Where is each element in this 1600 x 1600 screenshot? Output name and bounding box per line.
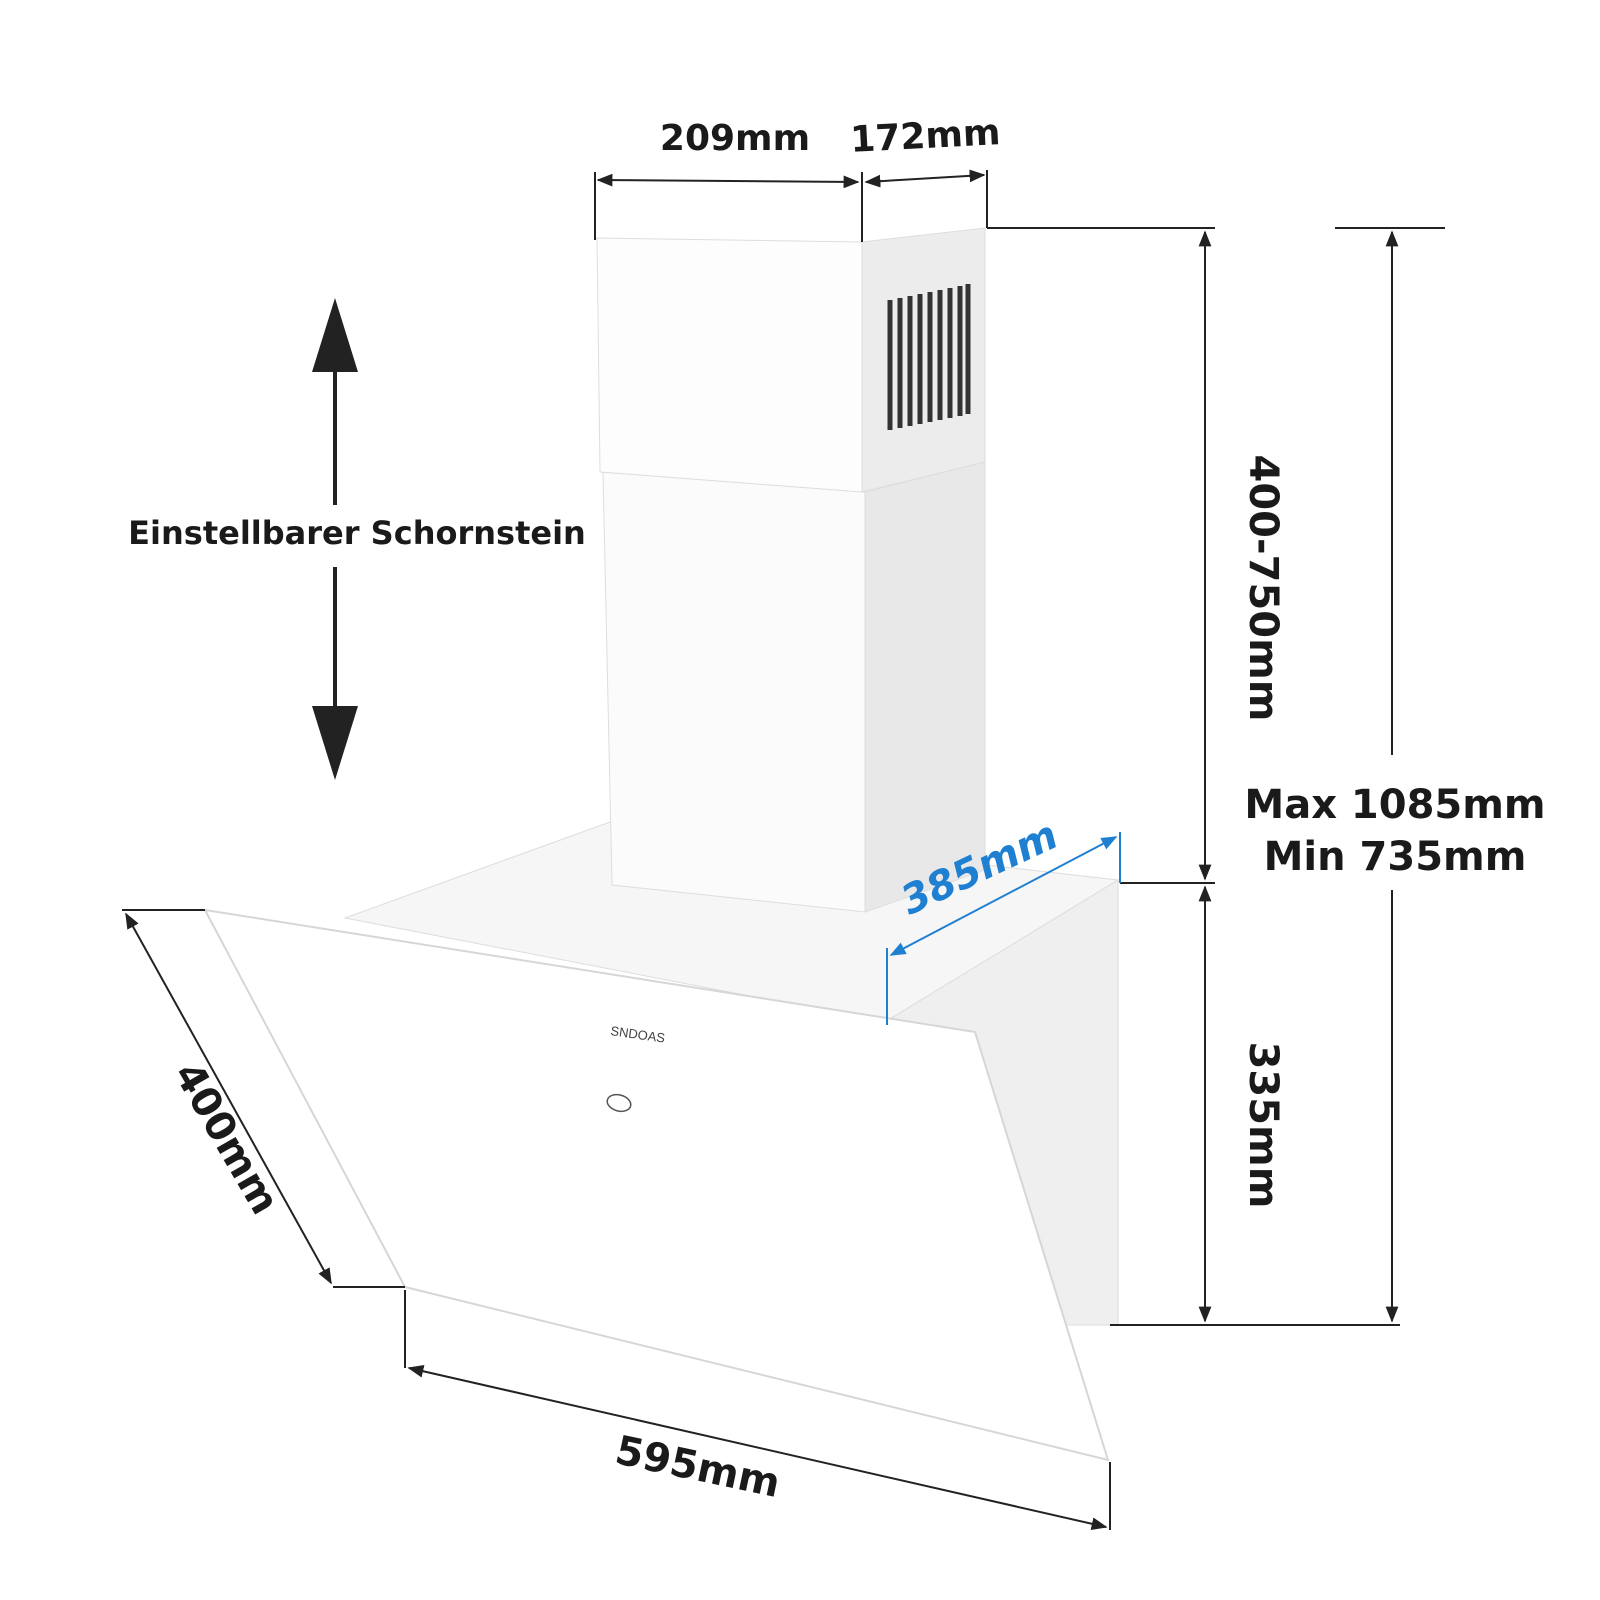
chimney-upper-front — [596, 237, 863, 493]
chimney-upper-side — [861, 227, 986, 493]
hood-glass-panel — [203, 908, 1110, 1462]
chimney-width-label: 209mm — [660, 118, 810, 159]
dimension-lines — [122, 169, 1445, 1531]
touch-control-button[interactable] — [605, 1092, 632, 1114]
total-min-label: Min 735mm — [1264, 834, 1527, 880]
glass-height-label: 400mm — [165, 1055, 288, 1223]
chimney-lower-side — [864, 461, 986, 913]
depth-dimension — [886, 832, 1121, 1025]
adjust-arrows-icon — [312, 298, 358, 780]
chimney-depth-label: 172mm — [849, 112, 1001, 161]
chimney-lower-front — [602, 471, 866, 913]
vent-grille-icon — [887, 284, 971, 430]
adjustable-chimney-label: Einstellbarer Schornstein — [128, 514, 586, 552]
chimney-height-label: 400-750mm — [1240, 455, 1286, 722]
body-height-label: 335mm — [1240, 1042, 1286, 1209]
width-label: 595mm — [611, 1427, 784, 1507]
total-max-label: Max 1085mm — [1244, 782, 1545, 828]
